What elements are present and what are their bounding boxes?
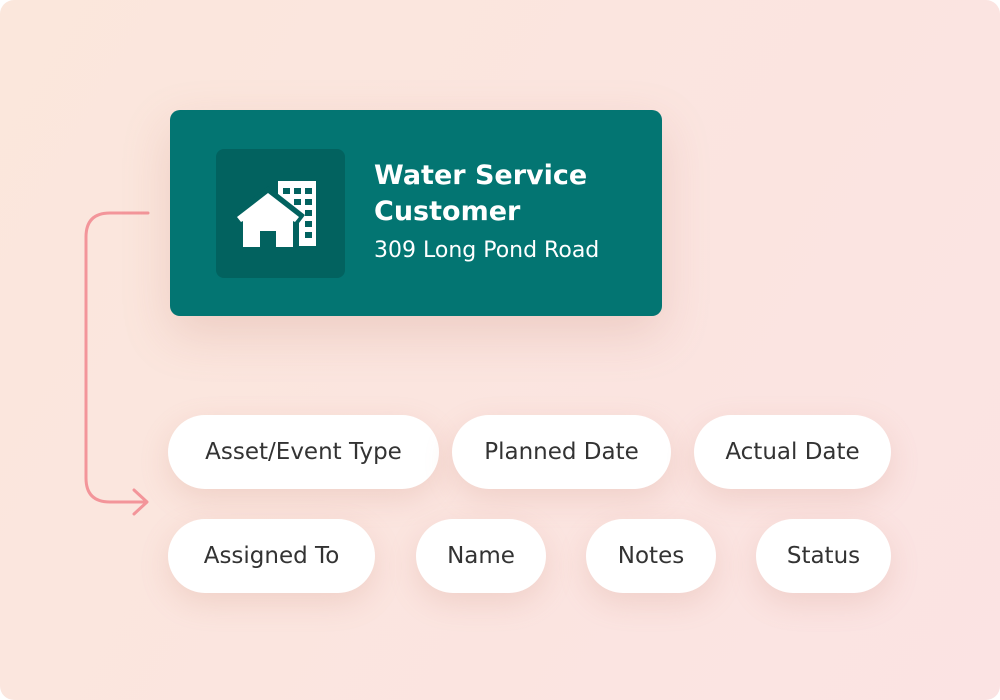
field-pill-asset-event-type[interactable]: Asset/Event Type <box>168 415 439 489</box>
arrow-right-icon <box>132 488 149 516</box>
field-pill-status[interactable]: Status <box>756 519 891 593</box>
field-pill-name[interactable]: Name <box>416 519 546 593</box>
customer-title: Water Service Customer <box>374 160 588 227</box>
field-pill-actual-date[interactable]: Actual Date <box>694 415 891 489</box>
field-pill-assigned-to[interactable]: Assigned To <box>168 519 375 593</box>
customer-icon-tile <box>216 149 345 278</box>
field-pill-notes[interactable]: Notes <box>586 519 716 593</box>
field-pill-planned-date[interactable]: Planned Date <box>452 415 671 489</box>
customer-card: Water Service Customer 309 Long Pond Roa… <box>170 110 662 316</box>
customer-address: 309 Long Pond Road <box>374 238 600 263</box>
house-building-icon <box>231 181 316 252</box>
